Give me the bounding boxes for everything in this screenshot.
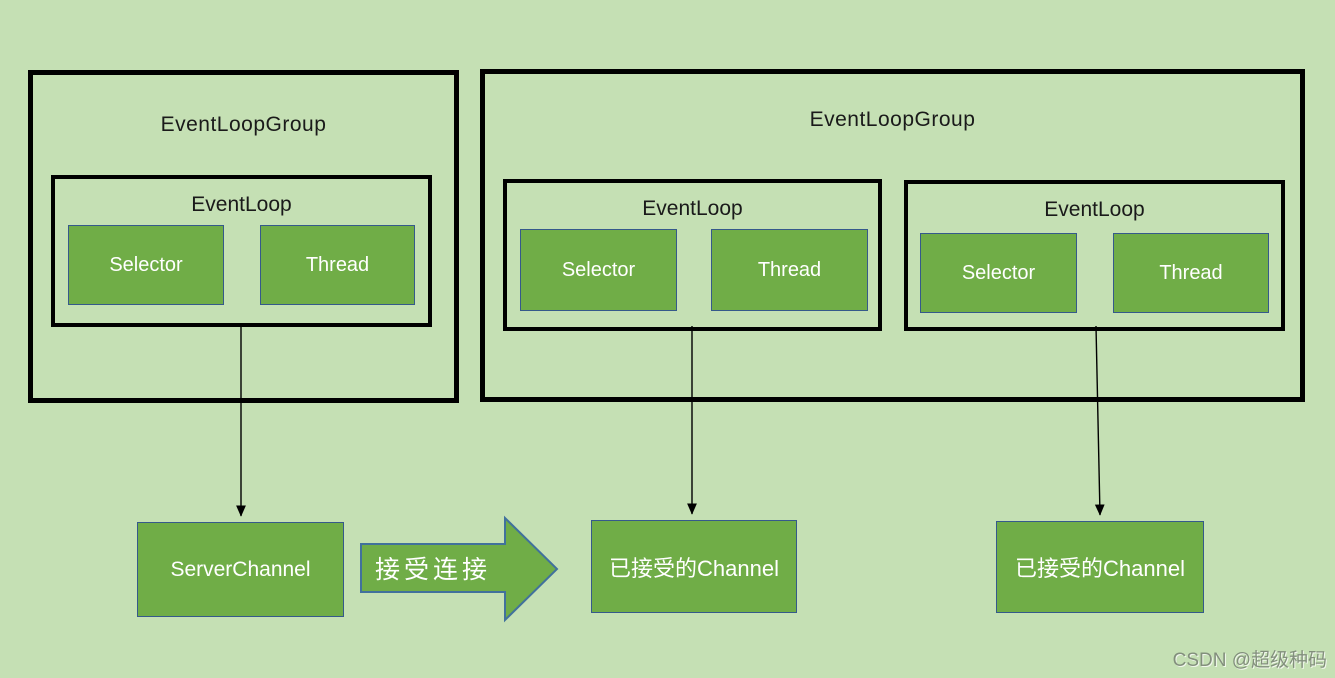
eventloop-title-left: EventLoop xyxy=(191,193,292,216)
thread-box-left: Thread xyxy=(260,225,415,305)
eventloop-box-left: EventLoop Selector Thread xyxy=(51,175,432,327)
eventloopgroup-title-left: EventLoopGroup xyxy=(160,113,327,136)
eventloopgroup-box-right: EventLoopGroup EventLoop Selector Thread… xyxy=(480,69,1305,402)
accepted-channel-box-middle: 已接受的Channel xyxy=(591,520,797,613)
eventloop-box-middle: EventLoop Selector Thread xyxy=(503,179,882,331)
accept-connection-arrow-shape xyxy=(360,515,559,623)
thread-box-middle: Thread xyxy=(711,229,868,311)
eventloopgroup-title-right: EventLoopGroup xyxy=(809,108,976,131)
eventloop-title-rightmost: EventLoop xyxy=(1044,198,1145,221)
eventloopgroup-box-left: EventLoopGroup EventLoop Selector Thread xyxy=(28,70,459,403)
accept-connection-arrow-label: 接受连接 xyxy=(374,556,491,584)
accepted-channel-box-right: 已接受的Channel xyxy=(996,521,1204,613)
eventloop-box-rightmost: EventLoop Selector Thread xyxy=(904,180,1285,331)
selector-box-left: Selector xyxy=(68,225,224,305)
csdn-watermark: CSDN @超级种码 xyxy=(1172,650,1327,671)
selector-box-middle: Selector xyxy=(520,229,677,311)
thread-box-rightmost: Thread xyxy=(1113,233,1269,313)
eventloop-title-middle: EventLoop xyxy=(642,197,743,220)
selector-box-rightmost: Selector xyxy=(920,233,1077,313)
server-channel-box: ServerChannel xyxy=(137,522,344,617)
